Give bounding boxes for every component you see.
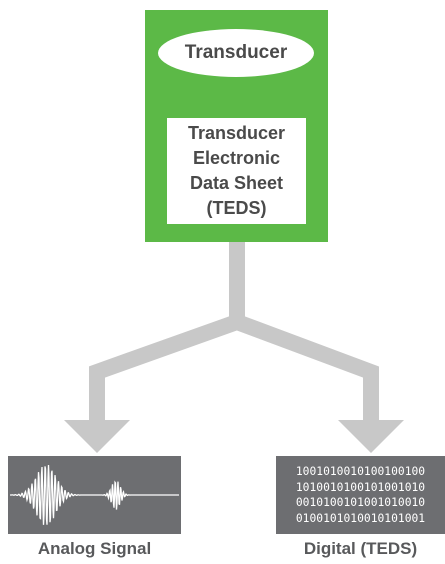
- bit-row: 0010100101001010010: [295, 496, 426, 509]
- arrow-stem: [229, 242, 245, 322]
- bit-row: 0100101010010101001: [295, 511, 426, 525]
- analog-waveform-icon: [10, 464, 179, 525]
- bit-row: 1010010100101001010: [295, 480, 426, 494]
- digital-teds-panel: 1001010010100100100 1010010100101001010 …: [276, 456, 445, 534]
- arrow-branch-left: [89, 314, 240, 422]
- teds-box: Transducer Electronic Data Sheet (TEDS): [167, 118, 306, 224]
- digital-teds-caption: Digital (TEDS): [303, 539, 418, 558]
- bit-row: 1001010010100100100: [295, 465, 426, 478]
- transducer-oval: Transducer: [158, 29, 314, 77]
- teds-line: Electronic: [192, 148, 281, 168]
- teds-line: Data Sheet: [189, 173, 284, 193]
- arrowhead-left: [64, 420, 130, 453]
- waveform-line: [10, 464, 179, 525]
- teds-line: Transducer: [187, 123, 286, 143]
- analog-signal-panel: [8, 456, 181, 534]
- analog-signal-caption: Analog Signal: [37, 539, 152, 558]
- transducer-label: Transducer: [184, 42, 288, 63]
- teds-line: (TEDS): [206, 198, 267, 218]
- arrow-branch-right: [234, 314, 379, 422]
- arrowhead-right: [338, 420, 404, 453]
